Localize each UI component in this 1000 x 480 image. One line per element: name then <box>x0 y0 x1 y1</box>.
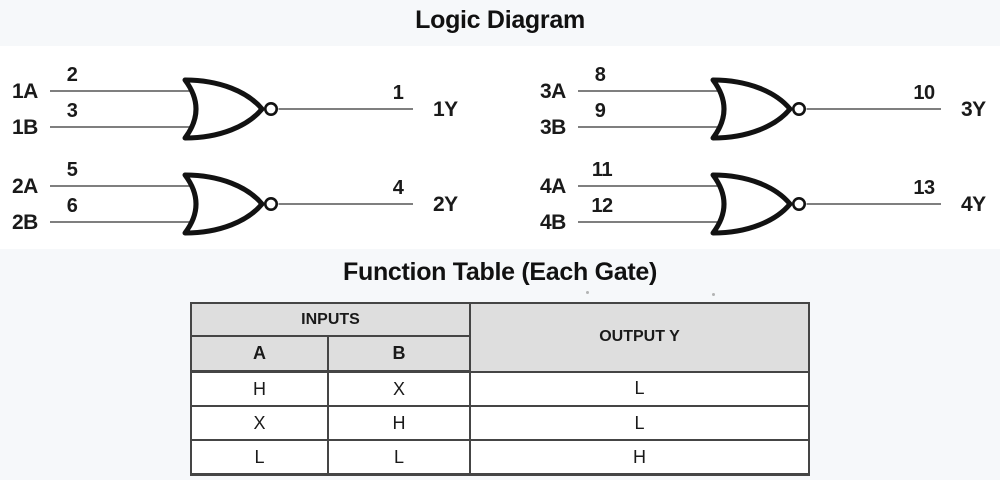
row-2-input-b: H <box>327 405 471 441</box>
col-a-header-cell: A <box>190 335 329 373</box>
row-3-input-b: L <box>327 439 471 476</box>
gate-2-input-b-pin: 6 <box>67 195 78 217</box>
function-table-title: Function Table (Each Gate) <box>343 258 657 286</box>
gate-3-output-label: 3Y <box>961 98 986 121</box>
nor-gate-2: 2A 2B 5 6 4 2Y <box>12 159 459 234</box>
function-table: INPUTS OUTPUT Y A B H X L X H L L L H <box>190 302 810 476</box>
nor-gate-1: 1A 1B 2 3 1 1Y <box>12 64 459 139</box>
gate-1-output-label: 1Y <box>433 98 458 121</box>
row-2-output-y: L <box>469 405 810 441</box>
gate-4-inverter-bubble-icon <box>792 196 807 211</box>
gate-3-input-a-label: 3A <box>540 80 566 103</box>
gate-1-nor-body-icon <box>185 80 262 138</box>
output-header-cell: OUTPUT Y <box>469 302 810 373</box>
gate-4-input-a-label: 4A <box>540 175 566 198</box>
gate-4-input-b-pin: 12 <box>591 195 613 217</box>
row-1-output-y: L <box>469 370 810 407</box>
gate-4-input-b-label: 4B <box>540 211 566 234</box>
nor-gate-3: 3A 3B 8 9 10 3Y <box>540 64 987 139</box>
table-row: X H L <box>190 405 810 441</box>
row-1-input-a: H <box>190 370 329 407</box>
top-band <box>0 0 1000 46</box>
gate-3-input-b-pin: 9 <box>595 100 606 122</box>
gate-3-input-b-label: 3B <box>540 116 566 139</box>
gate-2-nor-body-icon <box>185 175 262 233</box>
row-3-input-a: L <box>190 439 329 476</box>
function-table-header-row-1: INPUTS OUTPUT Y <box>190 302 810 373</box>
row-2-input-a: X <box>190 405 329 441</box>
gate-3-output-pin: 10 <box>913 82 935 104</box>
table-row: H X L <box>190 370 810 407</box>
gate-2-input-b-label: 2B <box>12 211 38 234</box>
row-1-input-b: X <box>327 370 471 407</box>
gate-4-output-label: 4Y <box>961 193 986 216</box>
gate-4-nor-body-icon <box>713 175 790 233</box>
scan-artifact-dot <box>712 293 715 296</box>
gate-4-output-pin: 13 <box>913 177 935 199</box>
col-b-header-cell: B <box>327 335 471 373</box>
gate-2-input-a-label: 2A <box>12 175 38 198</box>
row-3-output-y: H <box>469 439 810 476</box>
page-title: Logic Diagram <box>415 6 585 34</box>
table-row: L L H <box>190 439 810 476</box>
gate-4-input-a-pin: 11 <box>592 159 613 181</box>
nor-gate-4: 4A 4B 11 12 13 4Y <box>540 159 987 234</box>
gate-3-inverter-bubble-icon <box>792 101 807 116</box>
gate-3-input-a-pin: 8 <box>595 64 606 86</box>
gate-1-output-pin: 1 <box>393 82 404 104</box>
gate-2-input-a-pin: 5 <box>67 159 78 181</box>
gate-1-input-a-label: 1A <box>12 80 38 103</box>
scan-artifact-dot <box>586 291 589 294</box>
gate-2-inverter-bubble-icon <box>264 196 279 211</box>
gate-1-input-b-pin: 3 <box>67 100 78 122</box>
gate-2-output-label: 2Y <box>433 193 458 216</box>
gate-1-inverter-bubble-icon <box>264 101 279 116</box>
gate-3-nor-body-icon <box>713 80 790 138</box>
function-table-header-row-2: A B <box>190 335 809 373</box>
gate-1-input-a-pin: 2 <box>67 64 78 86</box>
gate-2-output-pin: 4 <box>393 177 405 199</box>
inputs-header-cell: INPUTS <box>190 302 471 337</box>
gate-1-input-b-label: 1B <box>12 116 38 139</box>
